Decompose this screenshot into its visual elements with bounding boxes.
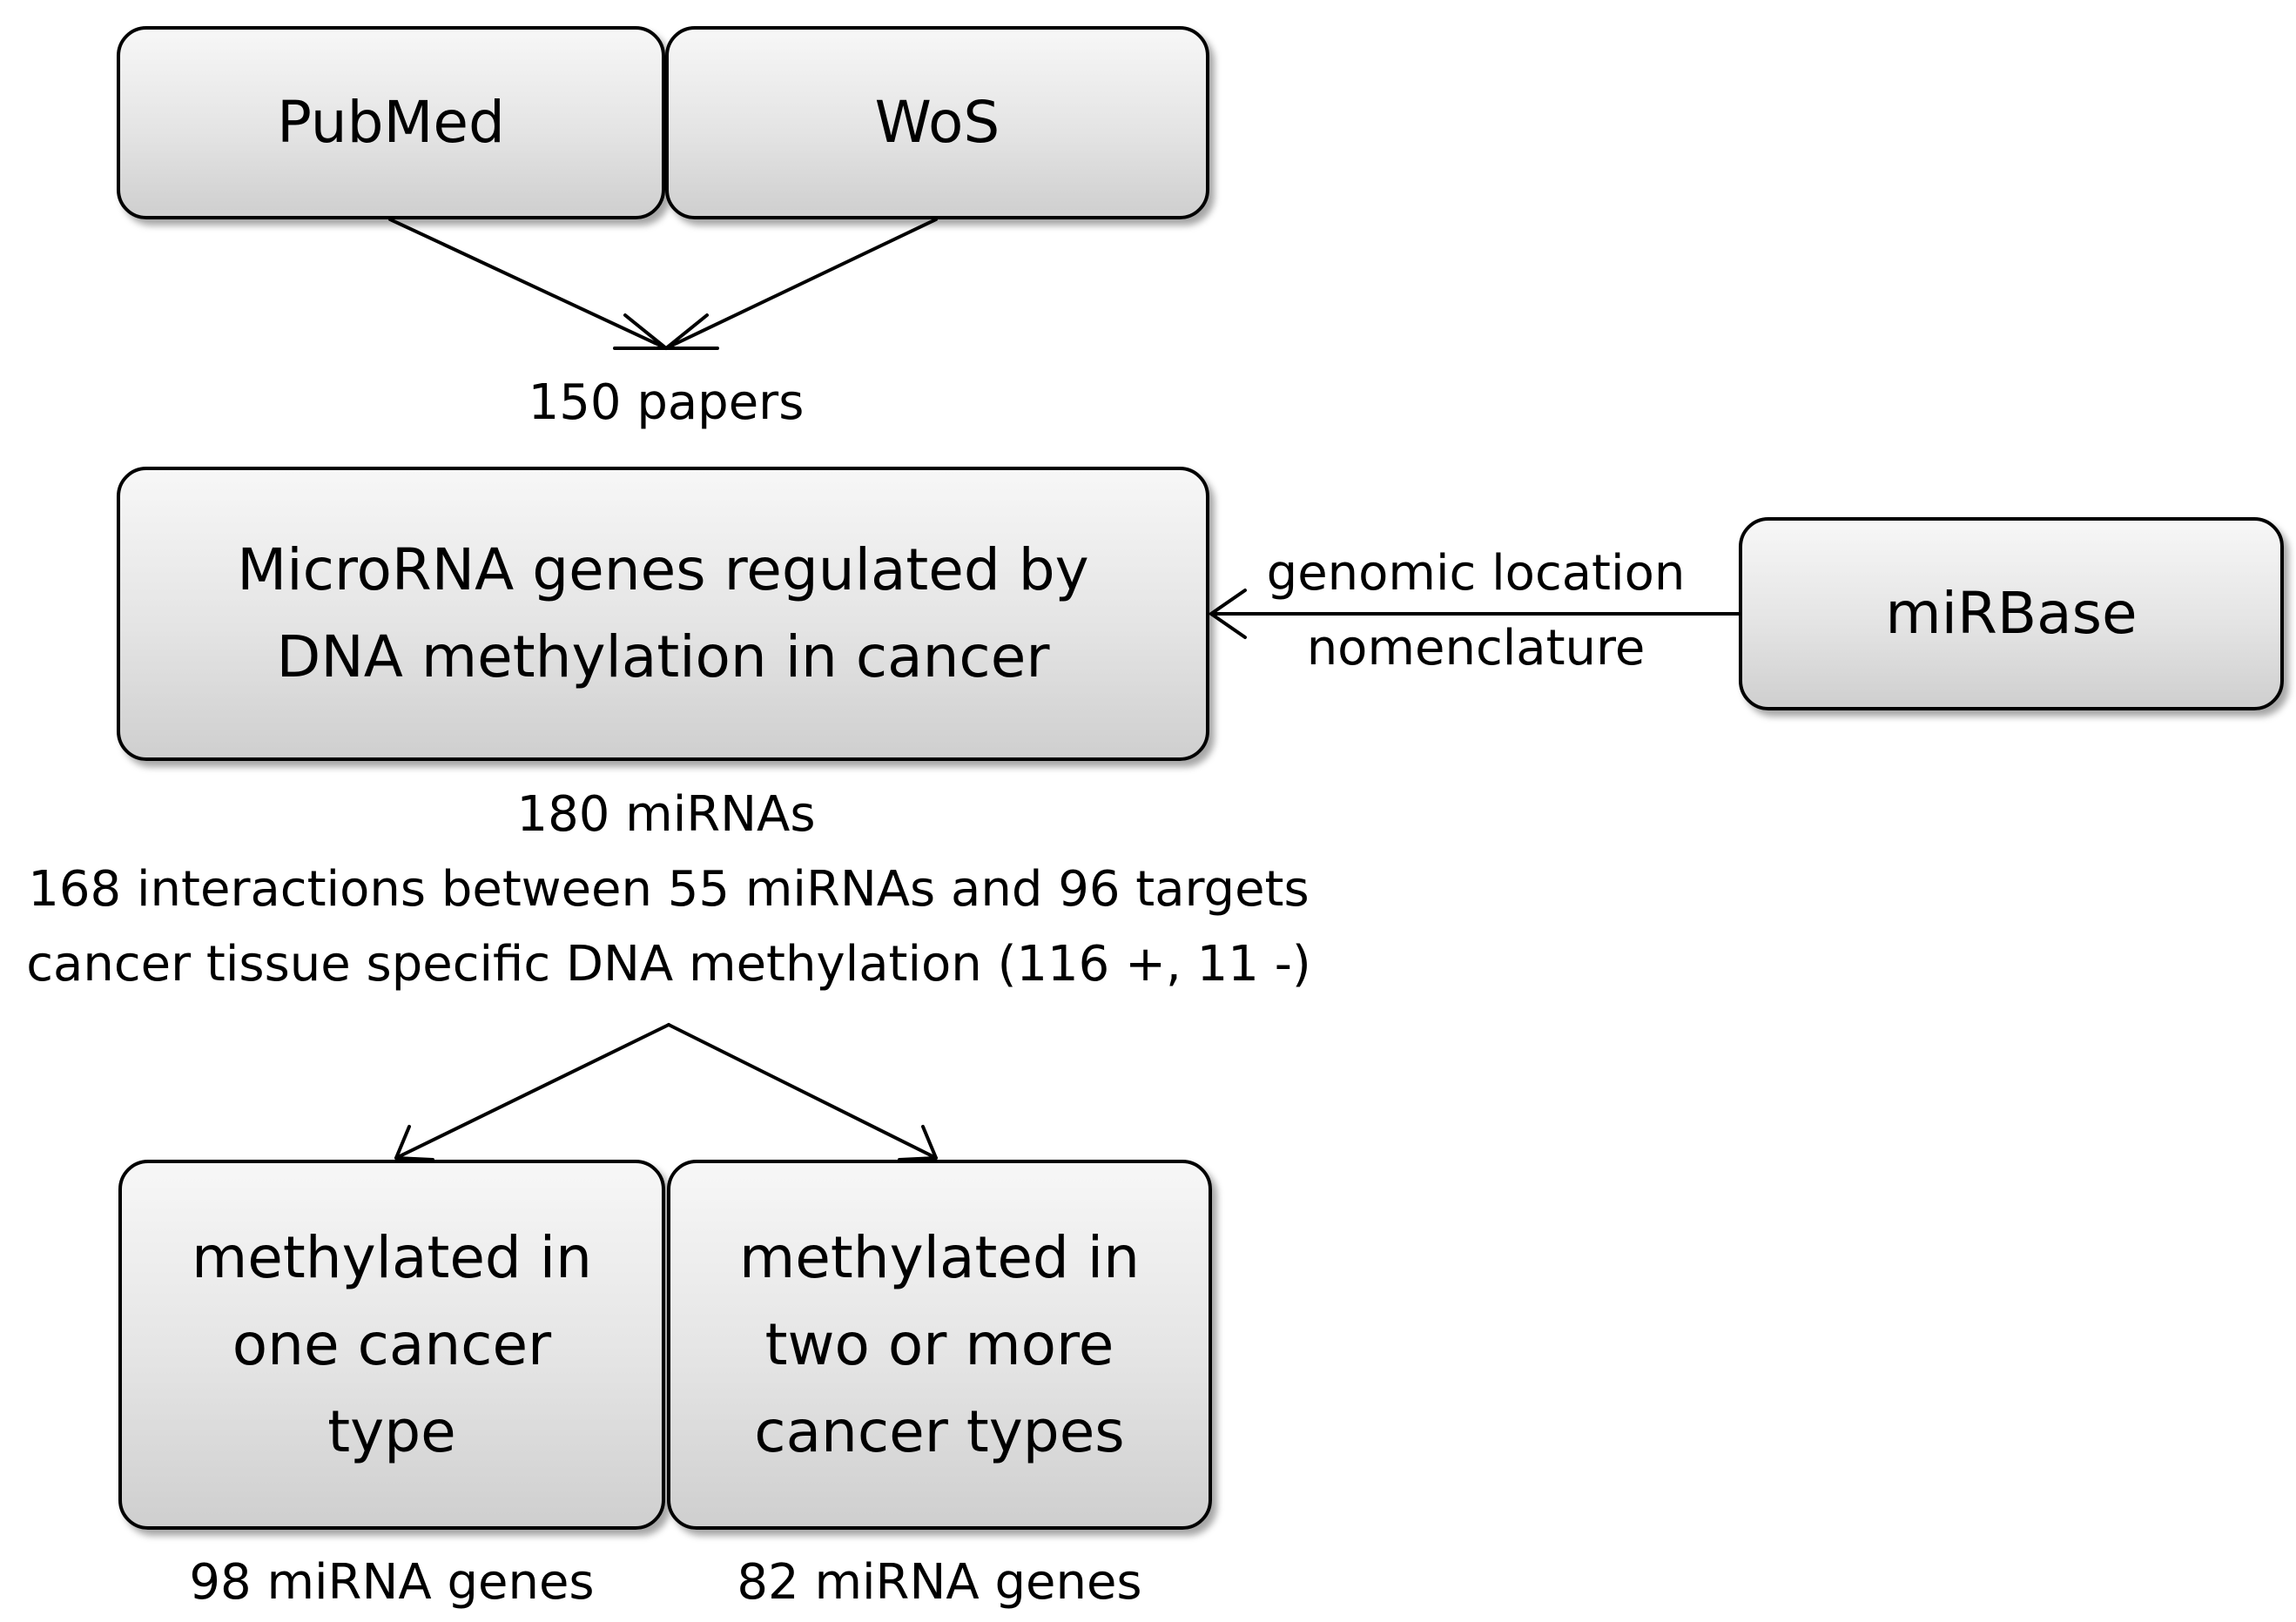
arrow-split-one <box>394 1023 670 1160</box>
arrow-wos-to-papers <box>664 218 938 350</box>
arrow-split-two <box>667 1023 938 1160</box>
two-or-more-box: methylated in two or more cancer types <box>667 1160 1212 1530</box>
arrow-pubmed-to-papers <box>388 218 668 350</box>
stats-methylation: cancer tissue specific DNA methylation (… <box>26 936 1311 993</box>
stats-mirnas: 180 miRNAs <box>516 786 816 843</box>
two-or-more-count: 82 miRNA genes <box>737 1554 1142 1611</box>
one-cancer-type-box: methylated in one cancer type <box>118 1160 665 1530</box>
edge-label-nomenclature: nomenclature <box>1306 620 1646 676</box>
two-line-3: cancer types <box>754 1397 1125 1465</box>
wos-label: WoS <box>874 89 1000 156</box>
arrowhead-mirbase <box>1209 589 1247 639</box>
one-line-2: one cancer <box>232 1310 552 1378</box>
papers-count: 150 papers <box>528 374 805 431</box>
two-line-1: methylated in <box>739 1223 1140 1291</box>
pubmed-box: PubMed <box>117 26 665 219</box>
stats-interactions: 168 interactions between 55 miRNAs and 9… <box>28 861 1310 918</box>
arrowhead-right <box>664 313 719 350</box>
central-box: MicroRNA genes regulated by DNA methylat… <box>117 467 1209 761</box>
mirbase-box: miRBase <box>1739 517 2284 710</box>
arrowhead-split-one <box>394 1125 434 1161</box>
central-line-2: DNA methylation in cancer <box>276 623 1050 690</box>
two-line-2: two or more <box>764 1310 1114 1378</box>
wos-box: WoS <box>665 26 1209 219</box>
one-line-3: type <box>327 1397 456 1465</box>
arrowhead-split-two <box>898 1125 938 1161</box>
edge-label-genomic-location: genomic location <box>1266 545 1686 602</box>
mirbase-label: miRBase <box>1885 580 2138 647</box>
pubmed-label: PubMed <box>277 89 505 156</box>
central-line-1: MicroRNA genes regulated by <box>237 536 1089 603</box>
one-line-1: methylated in <box>192 1223 592 1291</box>
arrowhead-left <box>613 313 668 350</box>
one-cancer-count: 98 miRNA genes <box>189 1554 595 1611</box>
